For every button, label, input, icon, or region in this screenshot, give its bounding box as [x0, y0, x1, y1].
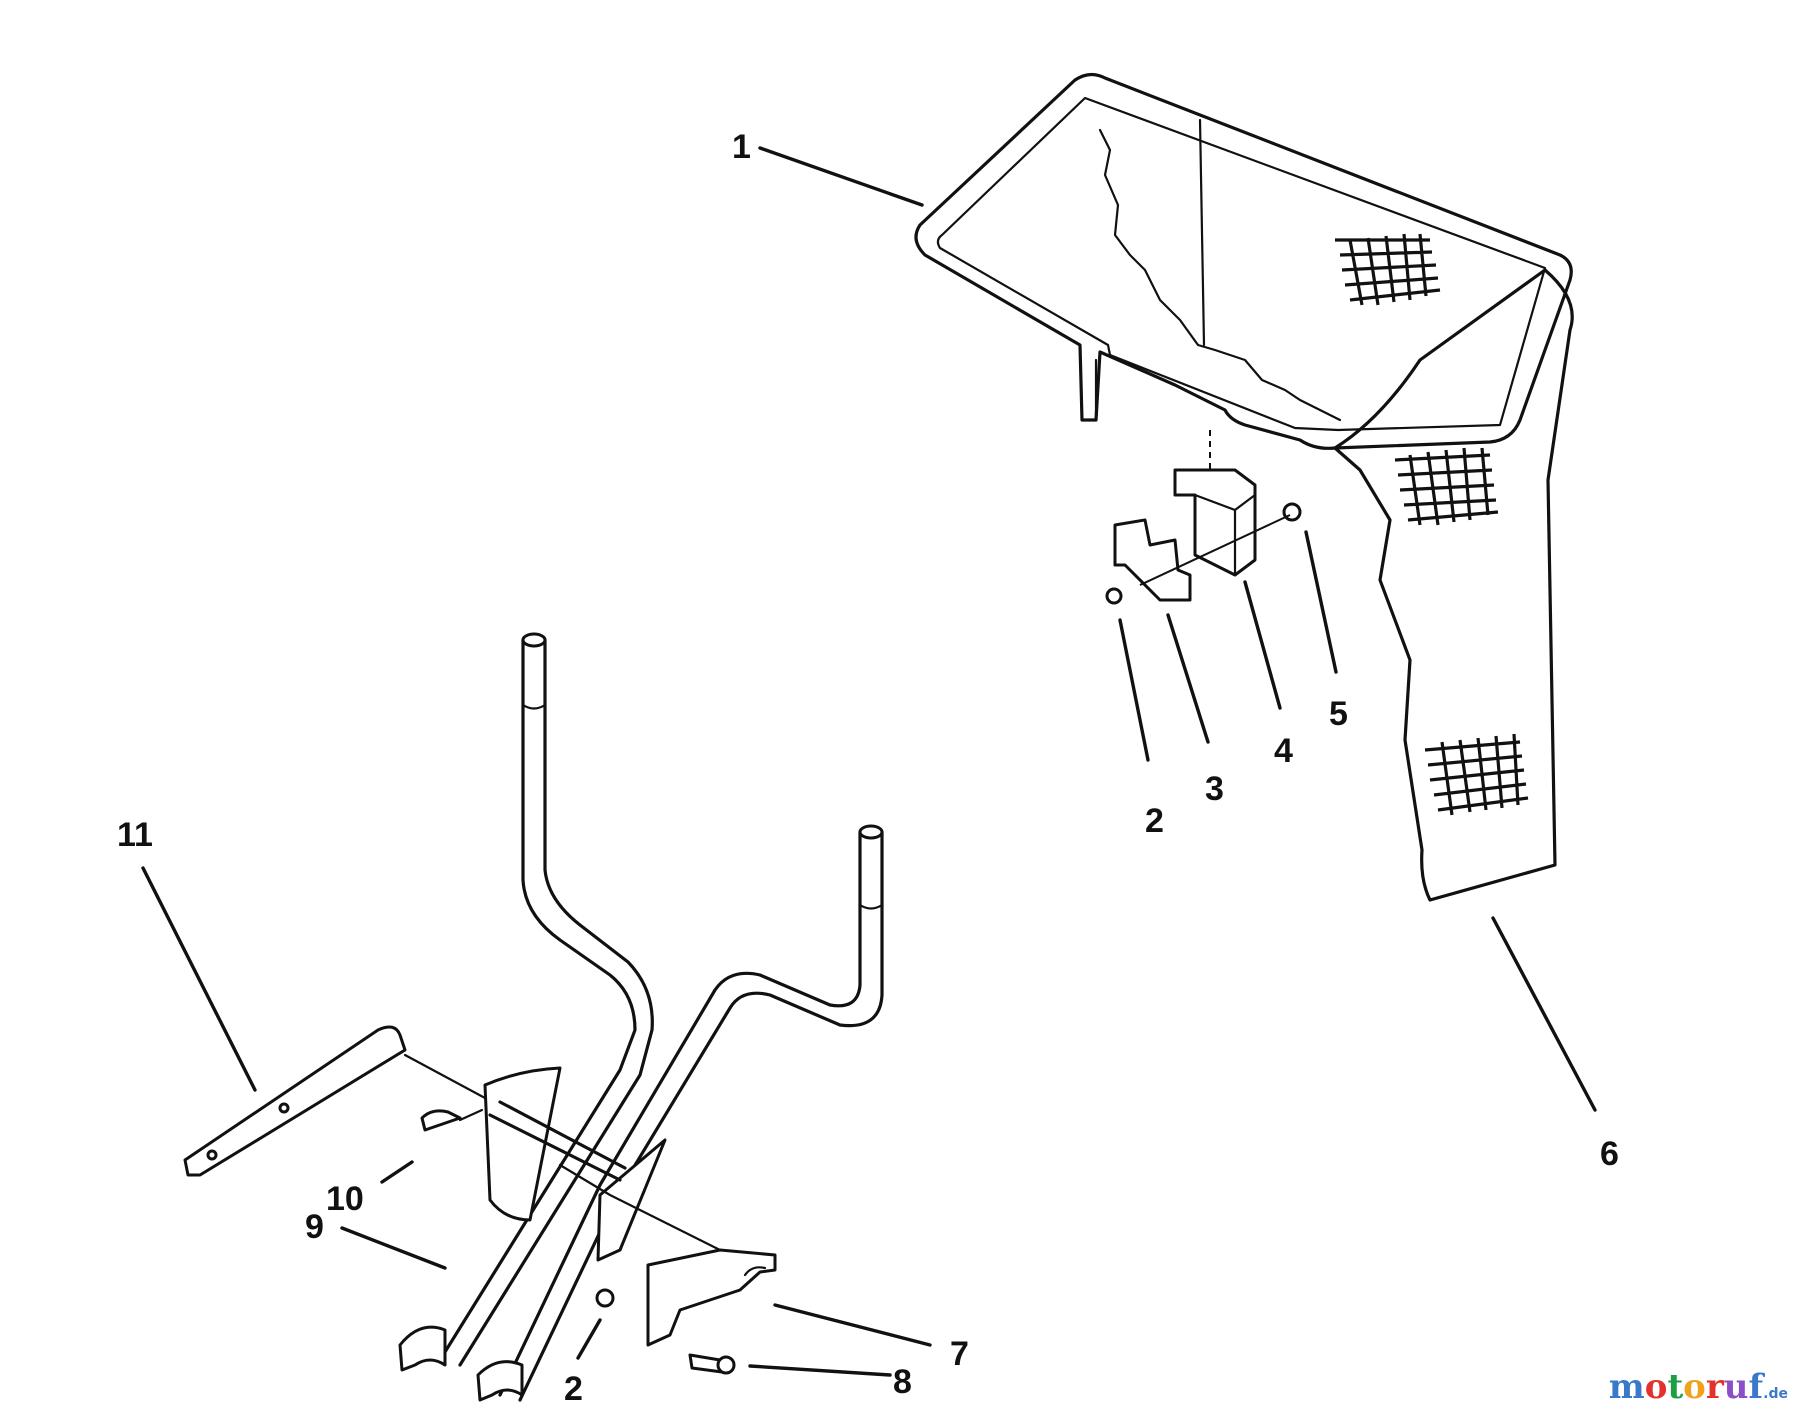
bag-mount-hardware	[1105, 430, 1302, 605]
callout-10: 10	[326, 1180, 364, 1218]
frame-foot-left	[398, 1325, 447, 1372]
tube-band-left	[521, 703, 547, 710]
mesh-patch-2	[1394, 447, 1499, 526]
bolt-axis	[1139, 514, 1291, 586]
watermark-letter: o	[1644, 1367, 1668, 1407]
lower-nut	[595, 1288, 615, 1308]
alignment-line-4	[458, 1108, 484, 1122]
frame-tube-left	[438, 638, 637, 1362]
tube-cap-left	[521, 632, 547, 648]
leader-11	[141, 866, 257, 1092]
hitch-rod-hole-2	[278, 1102, 290, 1114]
tube-cap-right	[858, 824, 884, 840]
callout-2-lower: 2	[564, 1370, 583, 1408]
alignment-line-3	[403, 1053, 487, 1100]
frame-foot-right	[476, 1360, 524, 1402]
frame-tab	[1078, 343, 1098, 422]
callout-11: 11	[117, 816, 153, 854]
callout-6: 6	[1600, 1135, 1619, 1173]
leader-2a	[1118, 618, 1150, 762]
mount-nut	[1105, 587, 1123, 605]
mount-plate	[1113, 518, 1192, 602]
watermark-letter: f	[1748, 1367, 1764, 1407]
lower-bracket	[646, 1248, 777, 1347]
callout-5: 5	[1329, 695, 1348, 733]
leader-4	[1243, 580, 1282, 710]
frame-tube-right-outer	[518, 830, 884, 1402]
watermark-tld: .de	[1763, 1386, 1788, 1402]
tube-band-right	[858, 903, 884, 910]
frame-tube-left-outer	[458, 638, 654, 1367]
callout-2: 2	[1145, 802, 1164, 840]
mesh-patch-3	[1424, 733, 1529, 816]
alignment-line-2	[558, 1163, 722, 1252]
hitch-rod-hole-1	[206, 1149, 218, 1161]
bag-frame	[914, 72, 1573, 450]
leader-1	[758, 146, 924, 207]
callout-4: 4	[1274, 732, 1293, 770]
leader-6	[1491, 916, 1597, 1112]
lower-bolt-head	[716, 1355, 736, 1375]
bag-cutaway-edge	[1098, 128, 1342, 422]
watermark-letter: o	[1683, 1367, 1706, 1407]
channel-bracket	[1173, 468, 1257, 577]
leader-3	[1166, 613, 1210, 744]
leader-8	[748, 1364, 892, 1377]
motoruf-watermark: motoruf.de	[1609, 1367, 1788, 1407]
bag-mesh	[1335, 233, 1529, 816]
hitch-rod	[183, 1025, 407, 1177]
bag-cut-line	[1198, 118, 1206, 347]
hitch-rod-hardware	[183, 1025, 487, 1177]
lower-bracket-slot	[743, 1266, 767, 1277]
grass-bag	[1333, 268, 1574, 902]
channel-bracket-detail	[1193, 493, 1257, 577]
grass-bag-assembly	[914, 72, 1574, 902]
watermark-letter: m	[1608, 1367, 1645, 1407]
mesh-patch-1	[1335, 233, 1441, 306]
frame-mount-plate-right	[596, 1138, 667, 1262]
leader-2b	[576, 1318, 602, 1360]
frame-tube-right	[498, 830, 862, 1397]
leader-lines	[141, 146, 1597, 1377]
watermark-letter: r	[1705, 1367, 1724, 1407]
callout-1: 1	[732, 128, 751, 166]
leader-10	[380, 1160, 414, 1184]
hitch-pin	[420, 1109, 462, 1132]
watermark-letter: u	[1723, 1367, 1749, 1407]
callout-labels: 1 2 3 4 5 6 7 8 9 10 11 2	[117, 128, 1619, 1408]
leader-5	[1304, 530, 1338, 674]
cross-tube	[488, 1113, 622, 1182]
callout-3: 3	[1205, 770, 1224, 808]
bag-frame-inner	[936, 96, 1547, 432]
cross-tube-outer	[498, 1100, 627, 1170]
watermark-letter: t	[1667, 1367, 1684, 1407]
callout-7: 7	[950, 1335, 969, 1373]
callout-8: 8	[893, 1363, 912, 1401]
bag-support-frame	[398, 632, 884, 1402]
lower-bracket-hardware	[558, 1163, 777, 1375]
leader-7	[773, 1303, 932, 1347]
leader-9	[340, 1226, 447, 1270]
callout-9: 9	[305, 1208, 324, 1246]
